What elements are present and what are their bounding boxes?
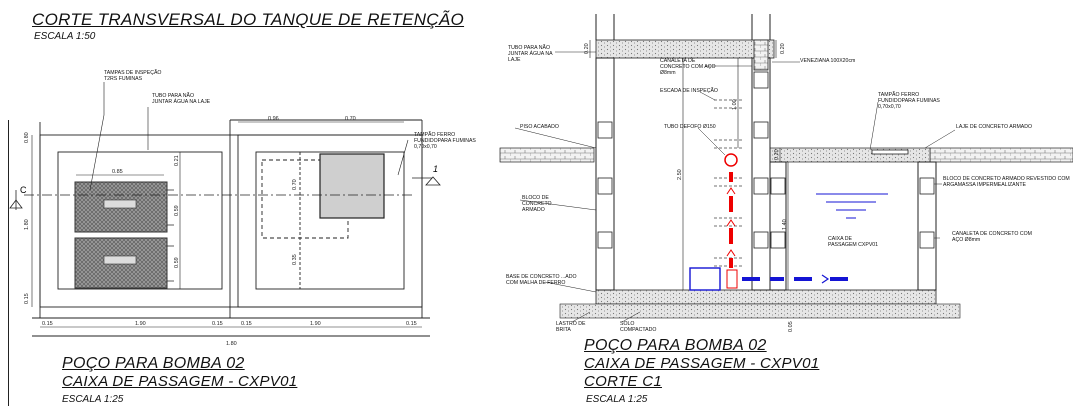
- svg-text:0.70: 0.70: [292, 179, 298, 190]
- pump-box: [689, 267, 721, 291]
- section-marker-right: [412, 176, 441, 186]
- main-scale: ESCALA 1:50: [34, 31, 96, 42]
- main-title: CORTE TRANSVERSAL DO TANQUE DE RETENÇÃO: [32, 10, 465, 29]
- svg-text:0.96: 0.96: [268, 116, 279, 122]
- label-lastro: LASTRO DE BRITA: [556, 321, 586, 333]
- svg-text:1.90: 1.90: [135, 321, 146, 327]
- svg-text:0.15: 0.15: [24, 293, 30, 304]
- svg-text:0.85: 0.85: [112, 169, 123, 175]
- label-piso: PISO ACABADO: [520, 124, 559, 130]
- label-tubo: TUBO PARA NÃO JUNTAR ÁGUA NA LAJE: [508, 45, 553, 63]
- base-slab: [595, 289, 937, 305]
- label-laje: LAJE DE CONCRETO ARMADO: [956, 124, 1033, 130]
- note-tubo: TUBO PARA NÃO JUNTAR ÁGUA NA LAJE: [152, 93, 211, 105]
- svg-text:1.90: 1.90: [310, 321, 321, 327]
- svg-text:0.20: 0.20: [774, 149, 780, 160]
- plan-footer-title-2: CAIXA DE PASSAGEM - CXPV01: [62, 373, 298, 390]
- well-top-slab: [595, 39, 775, 59]
- label-bloco-right: BLOCO DE CONCRETO ARMADO REVESTIDO COM A…: [943, 176, 1070, 188]
- svg-text:0.59: 0.59: [174, 205, 180, 216]
- plan-footer-scale: ESCALA 1:25: [62, 394, 124, 405]
- svg-text:0.15: 0.15: [212, 321, 223, 327]
- label-canaleta-right: CANALETA DE CONCRETO COM AÇO Ø8mm: [952, 231, 1032, 243]
- label-tubo-dfofo: TUBO DEFOFO Ø150: [664, 124, 716, 130]
- section-footer-title-3: CORTE C1: [584, 373, 662, 390]
- ground-right: [929, 147, 1073, 163]
- label-bloco-left: BLOCO DE CONCRETO ARMADO: [522, 195, 552, 213]
- pipe-circle: [724, 153, 738, 167]
- svg-text:0.15: 0.15: [42, 321, 53, 327]
- svg-text:0.80: 0.80: [24, 132, 30, 143]
- section-footer-title-1: POÇO PARA BOMBA 02: [584, 337, 767, 354]
- svg-text:0.05: 0.05: [788, 321, 794, 332]
- label-caixa: CAIXA DE PASSAGEM CXPV01: [828, 236, 879, 248]
- label-canaleta-top: CANALETA DE CONCRETO COM AÇO Ø8mm: [660, 58, 716, 76]
- label-veneziana: VENEZIANA 100X20cm: [800, 58, 856, 64]
- ground-left: [499, 147, 595, 163]
- section-number-right: 1: [433, 164, 438, 174]
- section-footer-title-2: CAIXA DE PASSAGEM - CXPV01: [584, 355, 820, 372]
- gravel: [559, 303, 961, 319]
- plan-structure: [32, 119, 430, 337]
- svg-text:1.40: 1.40: [782, 219, 788, 230]
- svg-text:0.21: 0.21: [174, 155, 180, 166]
- svg-text:0.70: 0.70: [345, 116, 356, 122]
- label-escada: ESCADA DE INSPEÇÃO: [660, 88, 718, 94]
- label-base: BASE DE CONCRETO ...ADO COM MALHA DE FER…: [506, 274, 577, 286]
- label-solo: SOLO COMPACTADO: [620, 321, 657, 333]
- svg-text:1.80: 1.80: [24, 219, 30, 230]
- svg-text:0.15: 0.15: [406, 321, 417, 327]
- svg-text:0.59: 0.59: [174, 257, 180, 268]
- label-tampao: TAMPÃO FERRO FUNDIDOPARA FUMINAS 0,70x0,…: [878, 92, 940, 110]
- section-footer-scale: ESCALA 1:25: [586, 394, 648, 405]
- svg-text:0.20: 0.20: [584, 43, 590, 54]
- section-letter-left: C: [20, 185, 27, 195]
- svg-text:2.50: 2.50: [677, 169, 683, 180]
- svg-text:0.35: 0.35: [292, 254, 298, 265]
- section-marker-left: [9, 190, 23, 210]
- manhole-cover: [319, 153, 385, 219]
- svg-text:0.20: 0.20: [780, 43, 786, 54]
- svg-text:1.80: 1.80: [226, 341, 237, 347]
- note-tampao: TAMPÃO FERRO FUNDIDOPARA FUMINAS 0,70x0,…: [414, 132, 476, 150]
- note-tampas: TAMPAS DE INSPEÇÃO T2RS FUMINAS: [104, 70, 162, 82]
- frame-line: [8, 120, 9, 406]
- plan-footer-title-1: POÇO PARA BOMBA 02: [62, 355, 245, 372]
- svg-text:1.00: 1.00: [732, 99, 738, 110]
- svg-text:0.15: 0.15: [241, 321, 252, 327]
